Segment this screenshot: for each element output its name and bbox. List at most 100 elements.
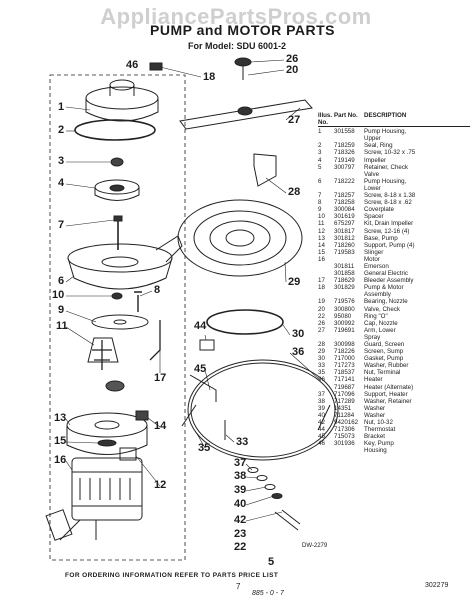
illus-number-cell: 6 [318,177,322,185]
table-header: Illus. No. Part No. DESCRIPTION [318,112,470,128]
illus-number-cell: 39 [318,404,325,412]
description-cell: Nut, 10-32 [364,419,393,427]
column-header-part-no: Part No. [334,112,358,119]
description-cell: Bracket [364,433,385,441]
description-cell: Emerson [364,262,389,270]
description-cell: Assembly [364,291,391,299]
part-number-cell: 301619 [334,213,355,221]
column-header-description: DESCRIPTION [364,112,407,119]
description-cell: Heater (Alternate) [364,383,414,391]
description-cell: Lower [364,184,381,192]
part-number-cell: 717273 [334,362,355,370]
illus-number-cell: 12 [318,227,325,235]
description-cell: Ring "O" [364,312,388,320]
illus-number-cell [318,291,334,298]
part-number-cell: 301817 [334,227,355,235]
part-number-cell [334,171,364,178]
callout-label: 46 [126,59,139,71]
page-title: PUMP and MOTOR PARTS [150,22,336,38]
part-number-cell [334,291,364,298]
illus-number-cell: 38 [318,397,325,405]
illus-number-cell: 45 [318,433,325,441]
description-cell: Heater [364,376,383,384]
description-cell: Bearing, Nozzle [364,298,408,306]
part-number-cell: 715073 [334,433,355,441]
illus-number-cell [318,263,334,270]
watermark: AppliancePartsPros.com [100,4,372,29]
part-number-cell: 718260 [334,241,355,249]
document-number: 302279 [425,582,449,589]
illus-number-cell [318,185,334,192]
description-cell: Impeller [364,156,387,164]
description-cell: Slinger [364,248,384,256]
ordering-note: FOR ORDERING INFORMATION REFER TO PARTS … [65,572,279,579]
description-cell: Base, Pump [364,234,398,242]
callout-label: 1 [58,101,65,113]
illus-number-cell: 26 [318,319,325,327]
illus-number-cell [318,171,334,178]
part-number-cell: 95080 [334,312,352,320]
illus-number-cell: 11 [318,220,325,228]
part-number-cell: 717096 [334,390,355,398]
callout-label: 16 [54,454,67,466]
part-number-cell: 717289 [334,397,355,405]
part-number-cell: 718257 [334,192,355,200]
part-number-cell: 301558 [334,128,355,136]
callout-label: 11 [56,320,68,332]
callout-label: 29 [288,276,301,288]
callout-label: 9 [58,304,65,316]
callout-label: 38 [234,470,247,482]
table-row: Upper [318,135,470,142]
description-cell: Washer, Retainer [364,397,412,405]
callout-label: 7 [58,219,65,231]
description-cell: Washer [364,404,386,412]
description-cell: Valve [364,170,380,178]
illus-number-cell: 3 [318,149,322,157]
illus-number-cell: 44 [318,426,325,434]
part-number-cell: 301936 [334,440,355,448]
part-number-cell: 717000 [334,355,355,363]
description-cell: Housing [364,447,387,455]
description-cell: Pump Housing, [364,128,407,136]
illus-number-cell [318,135,334,142]
part-number-cell: 301812 [334,234,355,242]
callout-label: 12 [154,479,167,491]
description-cell: Bleeder Assembly [364,277,414,285]
callout-label: 10 [52,289,65,301]
callout-label: 33 [236,436,249,448]
description-cell: Thermostat [364,426,396,434]
part-number-cell [334,447,364,454]
part-number-cell [334,334,364,341]
part-number-cell: 719149 [334,156,355,164]
description-cell: Retainer, Check [364,163,409,171]
part-number-cell: 300797 [334,163,355,171]
illus-number-cell: 7 [318,192,322,200]
part-number-cell: 14351 [334,404,352,412]
table-row: Valve [318,171,470,178]
page-number: 7 [236,582,241,591]
illus-number-cell [318,334,334,341]
description-cell: Valve, Check [364,305,400,313]
part-number-cell: 718326 [334,149,355,157]
callout-label: 45 [194,363,207,375]
callout-label: 17 [154,372,167,384]
